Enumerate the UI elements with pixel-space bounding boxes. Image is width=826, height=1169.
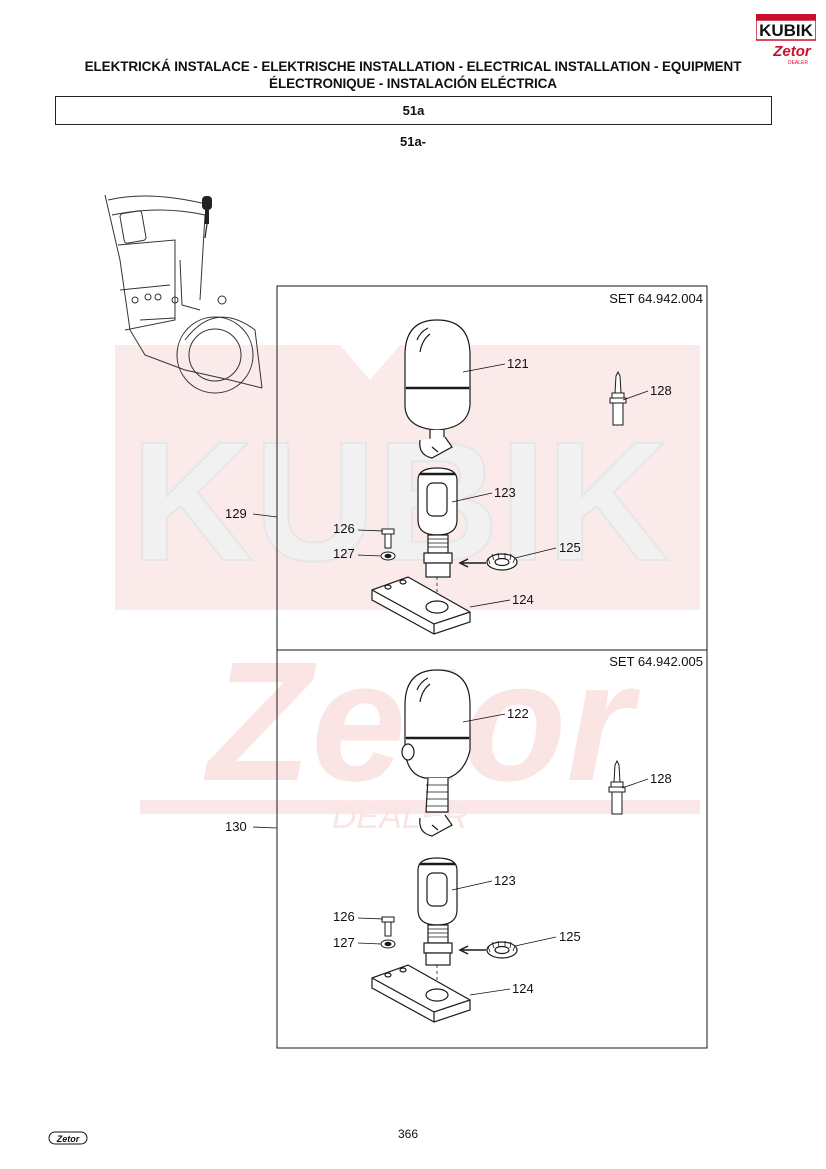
lock-washer-125 <box>486 552 518 571</box>
washer-127 <box>380 551 396 561</box>
zetor-footer-logo: Zetor <box>48 1131 88 1145</box>
svg-text:128: 128 <box>650 383 672 398</box>
beacon-holder-123 <box>417 467 458 610</box>
beacon-122 <box>401 669 471 837</box>
tractor-cab-illustration <box>104 194 263 394</box>
mounted-beacon-icon <box>202 196 212 239</box>
group-callout-upper: 129 <box>225 506 278 521</box>
title-line-2: ÉLECTRONIQUE - INSTALACIÓN ELÉCTRICA <box>269 76 557 91</box>
bolt-126-lower <box>381 916 395 937</box>
svg-text:126: 126 <box>333 521 355 536</box>
bulb-128 <box>609 370 627 426</box>
svg-text:123: 123 <box>494 485 516 500</box>
svg-text:125: 125 <box>559 929 581 944</box>
svg-text:127: 127 <box>333 546 355 561</box>
title-line-1: ELEKTRICKÁ INSTALACE - ELEKTRISCHE INSTA… <box>84 59 742 74</box>
bracket-124 <box>371 576 471 635</box>
section-number-box: 51a <box>55 96 772 125</box>
page-number: 366 <box>397 1127 419 1141</box>
set-box-lower <box>276 649 708 1049</box>
callouts-upper: 121 128 123 126 127 125 124 <box>333 356 672 608</box>
bracket-124-lower <box>371 964 471 1023</box>
svg-text:129: 129 <box>225 506 247 521</box>
svg-text:124: 124 <box>512 981 534 996</box>
callouts-lower: 122 128 123 126 127 125 124 <box>333 706 672 996</box>
svg-text:128: 128 <box>650 771 672 786</box>
svg-text:122: 122 <box>507 706 529 721</box>
svg-text:130: 130 <box>225 819 247 834</box>
set-label-lower: SET 64.942.005 <box>609 654 703 669</box>
group-callout-lower: 130 <box>225 819 278 834</box>
svg-text:DEALER: DEALER <box>788 60 808 66</box>
kubik-zetor-dealer-logo: KUBIK Zetor DEALER <box>756 14 816 66</box>
watermark: KUBIK Zetor DEALER <box>115 345 700 836</box>
set-label-upper: SET 64.942.004 <box>609 291 703 306</box>
svg-text:KUBIK: KUBIK <box>131 407 669 597</box>
svg-text:Zetor: Zetor <box>772 43 812 60</box>
bolt-126 <box>381 528 395 549</box>
subsection-number: 51a- <box>399 134 427 149</box>
svg-text:125: 125 <box>559 540 581 555</box>
lock-washer-125-lower <box>486 940 518 959</box>
svg-text:KUBIK: KUBIK <box>759 21 814 40</box>
page-title: ELEKTRICKÁ INSTALACE - ELEKTRISCHE INSTA… <box>40 58 786 92</box>
beacon-121 <box>404 319 471 459</box>
bulb-128-lower <box>608 759 626 815</box>
washer-127-lower <box>380 939 396 949</box>
arrow-lower <box>458 945 486 955</box>
beacon-holder-123-lower <box>417 857 458 995</box>
svg-text:126: 126 <box>333 909 355 924</box>
svg-text:121: 121 <box>507 356 529 371</box>
svg-text:124: 124 <box>512 592 534 607</box>
arrow-upper <box>458 558 486 568</box>
svg-text:123: 123 <box>494 873 516 888</box>
svg-text:127: 127 <box>333 935 355 950</box>
svg-text:Zetor: Zetor <box>56 1134 80 1144</box>
